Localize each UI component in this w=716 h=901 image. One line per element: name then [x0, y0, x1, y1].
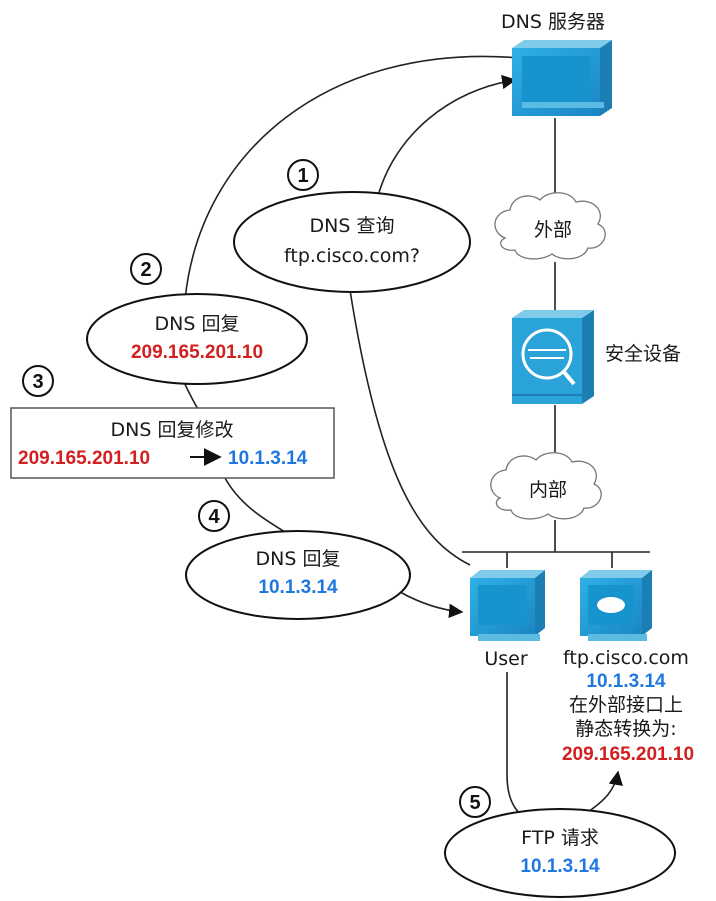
flow-user-to-ftp-request	[506, 672, 536, 823]
flow-reply4-to-user	[399, 591, 464, 618]
step-4-line1: DNS 回复	[256, 548, 341, 570]
step-2-line2: 209.165.201.10	[131, 342, 263, 363]
step-2-bubble	[86, 293, 308, 385]
step-5-number: 5	[469, 792, 480, 814]
security-appliance-label: 安全设备	[605, 343, 681, 365]
user-label: User	[484, 648, 527, 670]
step-3-box	[10, 407, 335, 479]
flow-query-to-server	[377, 74, 517, 197]
step-4-bubble	[185, 530, 411, 620]
inside-cloud-label: 内部	[529, 479, 567, 501]
step-1-marker: 1	[287, 159, 319, 191]
ftp-ip: 10.1.3.14	[586, 671, 666, 692]
step-5-line2: 10.1.3.14	[520, 856, 600, 877]
step-3-number: 3	[32, 371, 43, 393]
outside-cloud-label: 外部	[534, 219, 572, 241]
step-5-bubble	[444, 808, 676, 898]
ftp-note-line1: 在外部接口上	[569, 694, 683, 716]
dns-server-icon	[512, 40, 612, 116]
security-appliance-icon	[512, 310, 594, 404]
user-workstation-icon	[470, 570, 545, 641]
step-1-line1: DNS 查询	[310, 215, 395, 237]
step-4-number: 4	[208, 506, 220, 528]
ftp-hostname: ftp.cisco.com	[563, 647, 689, 669]
step-2-line1: DNS 回复	[155, 313, 240, 335]
step-3-to-ip: 10.1.3.14	[228, 448, 308, 469]
outside-cloud	[494, 192, 606, 260]
flow-ftp-request-to-server	[587, 770, 623, 813]
step-4-marker: 4	[198, 500, 230, 532]
step-3-line1: DNS 回复修改	[111, 419, 234, 441]
step-1-line2: ftp.cisco.com?	[284, 245, 420, 267]
step-1-bubble	[233, 191, 471, 293]
step-3-from-ip: 209.165.201.10	[18, 448, 150, 469]
ftp-note-line2: 静态转换为:	[575, 718, 676, 740]
ftp-public-ip: 209.165.201.10	[562, 744, 694, 765]
flow-modified-to-reply4	[224, 477, 291, 536]
inside-cloud	[490, 452, 602, 520]
step-2-marker: 2	[130, 253, 162, 285]
flow-server-to-reply	[184, 55, 521, 301]
dns-server-label: DNS 服务器	[501, 11, 605, 33]
step-4-line2: 10.1.3.14	[258, 577, 338, 598]
flow-user-to-query	[349, 289, 471, 566]
step-3-marker: 3	[22, 365, 54, 397]
step-5-line1: FTP 请求	[521, 827, 599, 849]
ftp-server-icon	[580, 570, 652, 641]
step-2-number: 2	[140, 259, 151, 281]
step-1-number: 1	[297, 165, 308, 187]
step-5-marker: 5	[459, 786, 491, 818]
